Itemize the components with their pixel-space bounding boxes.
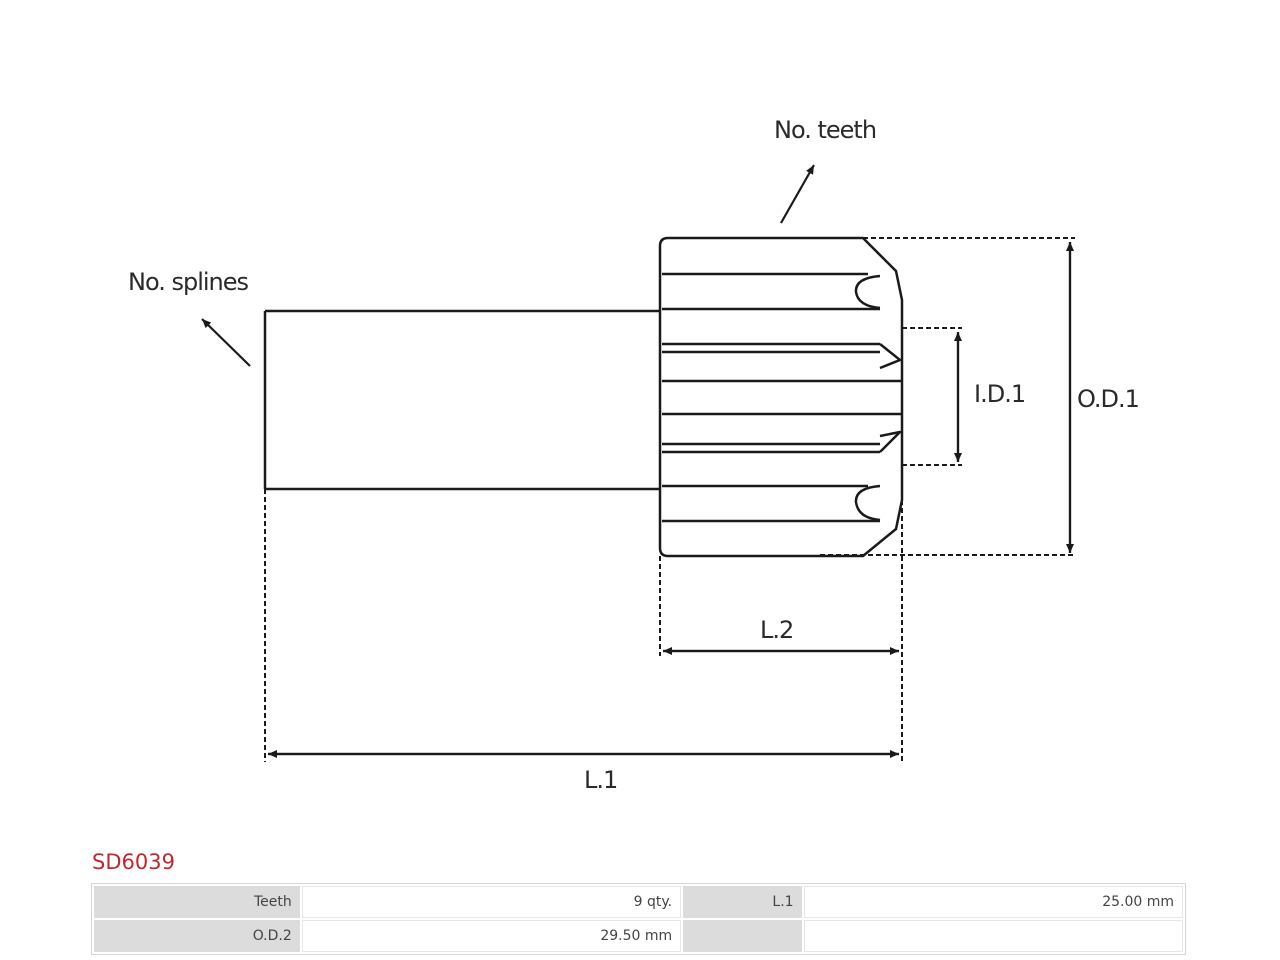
table-row: O.D.2 29.50 mm <box>94 920 1183 952</box>
l2-label: L.2 <box>760 616 793 644</box>
teeth-pointer <box>780 164 815 224</box>
dimension-arrows <box>201 164 1074 758</box>
spec-table: Teeth 9 qty. L.1 25.00 mm O.D.2 29.50 mm <box>91 883 1186 955</box>
od1-label: O.D.1 <box>1077 385 1139 413</box>
spec-key <box>683 920 802 952</box>
spec-value: 9 qty. <box>301 886 682 918</box>
id1-label: I.D.1 <box>974 380 1025 408</box>
l1-label: L.1 <box>584 766 617 794</box>
teeth-label: No. teeth <box>774 116 876 144</box>
spec-value: 25.00 mm <box>803 886 1183 918</box>
part-code: SD6039 <box>92 850 175 874</box>
spec-key: Teeth <box>94 886 300 918</box>
spec-value: 29.50 mm <box>301 920 682 952</box>
pinion-drawing: No. teeth No. splines I.D.1 O.D.1 L.2 L.… <box>128 116 1140 794</box>
splines-pointer <box>201 318 251 367</box>
gear-head <box>658 236 904 558</box>
splines-label: No. splines <box>128 268 249 296</box>
spec-key: L.1 <box>683 886 802 918</box>
spec-value <box>803 920 1183 952</box>
shaft <box>263 309 660 491</box>
spec-key: O.D.2 <box>94 920 300 952</box>
extension-lines <box>264 237 1075 762</box>
table-row: Teeth 9 qty. L.1 25.00 mm <box>94 886 1183 918</box>
